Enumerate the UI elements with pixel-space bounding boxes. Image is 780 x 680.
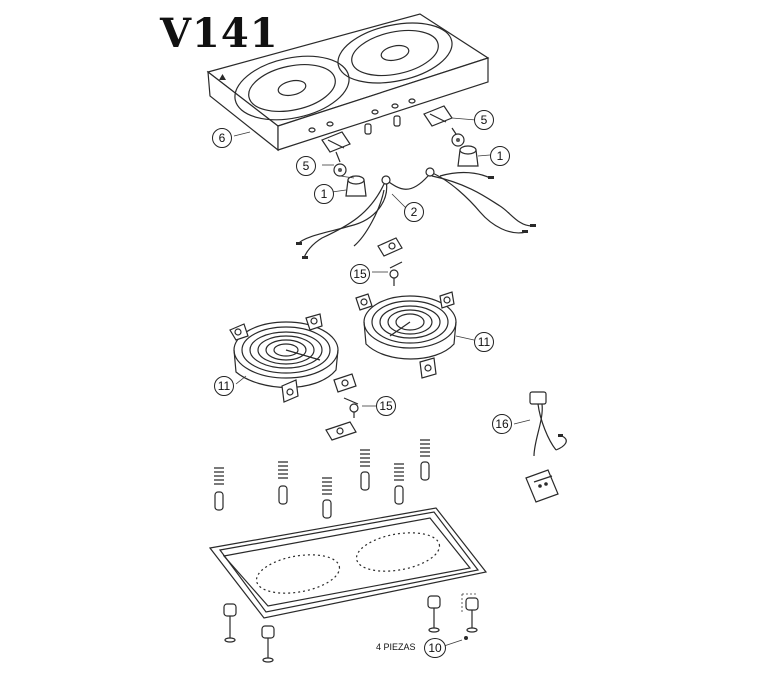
feet [223, 593, 479, 663]
left-switch-assembly [321, 131, 367, 197]
callout-11-left: 11 [214, 376, 234, 396]
callout-15-top: 15 [350, 264, 370, 284]
bracket-middle [325, 373, 359, 441]
callout-2: 2 [404, 202, 424, 222]
heating-element-right [355, 291, 457, 379]
quantity-note: 4 PIEZAS [376, 642, 416, 652]
right-switch-assembly [423, 105, 479, 167]
callout-16: 16 [492, 414, 512, 434]
springs-and-pins [214, 439, 430, 519]
cooktop-housing [206, 13, 490, 152]
callout-6: 6 [212, 128, 232, 148]
model-code: V141 [160, 10, 279, 57]
callout-11-right: 11 [474, 332, 494, 352]
heating-element-left [229, 313, 339, 403]
power-cord-assembly [525, 391, 567, 503]
callout-5-left: 5 [296, 156, 316, 176]
callout-1-left: 1 [314, 184, 334, 204]
bracket-top [377, 237, 403, 286]
wiring-harness [296, 167, 536, 259]
callout-5-right: 5 [474, 110, 494, 130]
callout-15-mid: 15 [376, 396, 396, 416]
callout-10: 10 [424, 638, 446, 658]
callout-1-right: 1 [490, 146, 510, 166]
base-plate [208, 507, 488, 619]
